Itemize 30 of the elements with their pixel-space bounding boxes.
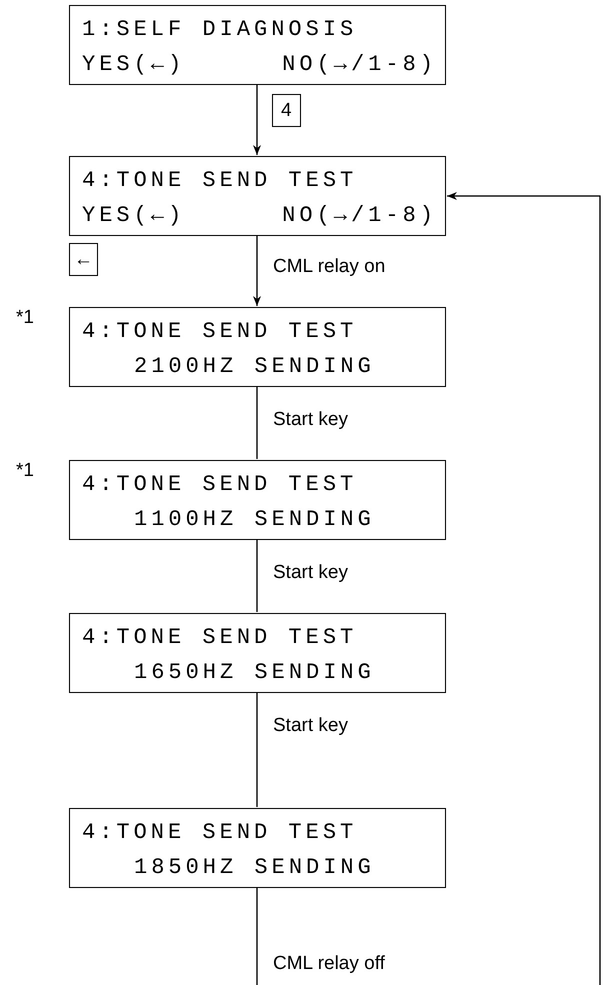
display-text: 4:TONE SEND TEST — [82, 627, 358, 649]
edge-label: Start key — [273, 561, 348, 585]
display-text: 2100HZ SENDING — [134, 356, 375, 378]
footnote-mark: *1 — [16, 459, 34, 483]
arrow — [253, 85, 261, 155]
edge-label: Start key — [273, 714, 348, 738]
display-text: NO(→/1-8) — [282, 205, 437, 227]
display-box — [69, 156, 446, 236]
edge-label: CML relay off — [273, 952, 385, 976]
display-text: 4:TONE SEND TEST — [82, 822, 358, 844]
display-text: 1650HZ SENDING — [134, 662, 375, 684]
display-text: NO(→/1-8) — [282, 54, 437, 76]
display-box — [69, 613, 446, 693]
display-text: 4:TONE SEND TEST — [82, 321, 358, 343]
display-text: YES(←) — [82, 54, 186, 76]
display-text: 1850HZ SENDING — [134, 857, 375, 879]
arrow — [253, 236, 261, 306]
display-text: 4:TONE SEND TEST — [82, 170, 358, 192]
display-text: 1100HZ SENDING — [134, 509, 375, 531]
edge-label: Start key — [273, 408, 348, 432]
key-label: ← — [69, 243, 98, 276]
display-text: 4:TONE SEND TEST — [82, 474, 358, 496]
footnote-mark: *1 — [16, 306, 34, 330]
edge-label: CML relay on — [273, 255, 386, 279]
display-box — [69, 5, 446, 85]
display-box — [69, 808, 446, 888]
key-label: 4 — [272, 94, 301, 127]
display-text: 1:SELF DIAGNOSIS — [82, 19, 358, 41]
display-text: YES(←) — [82, 205, 186, 227]
arrow — [447, 192, 601, 985]
